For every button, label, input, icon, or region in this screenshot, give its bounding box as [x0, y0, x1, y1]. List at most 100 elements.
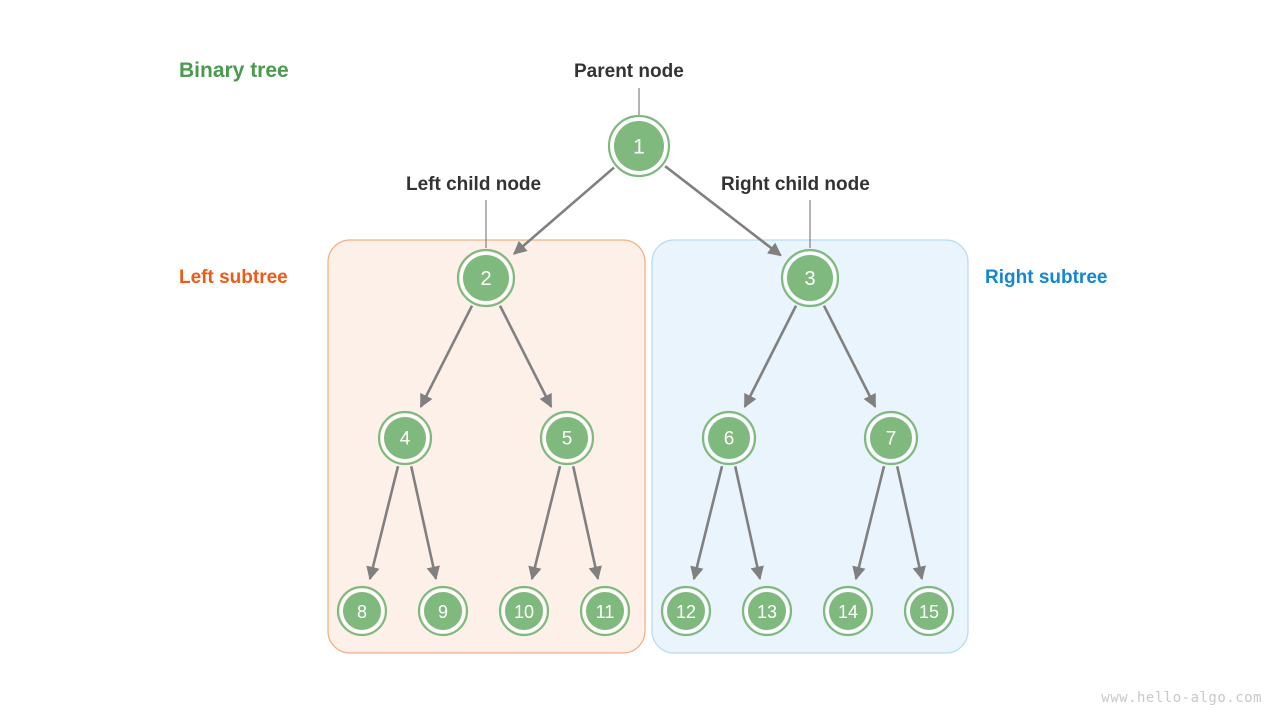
node-outer-ring [780, 248, 840, 308]
node-value-label: 3 [804, 268, 815, 290]
node-outer-ring [539, 410, 595, 466]
tree-edge-6-to-13 [733, 466, 764, 581]
tree-node-14[interactable]: 14 [822, 585, 874, 637]
node-value-label: 10 [514, 602, 534, 622]
node-inner-ring [542, 413, 592, 463]
node-inner-ring [825, 588, 871, 634]
tree-edge-3-to-7 [822, 305, 877, 408]
tree-edges [366, 165, 926, 581]
node-outer-ring [660, 585, 712, 637]
node-inner-ring [380, 413, 430, 463]
node-outer-ring [579, 585, 631, 637]
node-disc [505, 592, 543, 630]
node-outer-ring [863, 410, 919, 466]
node-value-label: 13 [757, 602, 777, 622]
node-disc [424, 592, 462, 630]
tree-node-2[interactable]: 2 [456, 248, 516, 308]
node-outer-ring [336, 585, 388, 637]
node-disc [463, 255, 509, 301]
node-disc [787, 255, 833, 301]
node-value-label: 15 [919, 602, 939, 622]
node-inner-ring [704, 413, 754, 463]
node-value-label: 5 [562, 429, 573, 450]
node-disc [910, 592, 948, 630]
node-value-label: 8 [357, 602, 367, 622]
node-outer-ring [456, 248, 516, 308]
annotation-pointer-lines [485, 88, 811, 248]
tree-edge-5-to-10 [528, 465, 562, 581]
node-value-label: 11 [596, 602, 615, 622]
node-disc [546, 417, 588, 459]
left-subtree-label: Left subtree [179, 267, 288, 288]
tree-edge-2-to-4 [419, 305, 474, 408]
tree-node-7[interactable]: 7 [863, 410, 919, 466]
node-value-label: 7 [886, 429, 897, 450]
node-value-label: 9 [438, 602, 448, 622]
node-inner-ring [866, 413, 916, 463]
node-inner-ring [459, 251, 513, 305]
node-inner-ring [501, 588, 547, 634]
node-disc [667, 592, 705, 630]
tree-node-6[interactable]: 6 [701, 410, 757, 466]
tree-node-12[interactable]: 12 [660, 585, 712, 637]
tree-node-15[interactable]: 15 [903, 585, 955, 637]
tree-edge-5-to-11 [571, 466, 602, 581]
left-child-node-annotation: Left child node [406, 174, 542, 195]
node-value-label: 12 [676, 602, 696, 622]
node-value-label: 14 [838, 602, 858, 622]
node-disc [870, 417, 912, 459]
tree-node-4[interactable]: 4 [377, 410, 433, 466]
parent-node-annotation: Parent node [574, 61, 684, 82]
tree-node-5[interactable]: 5 [539, 410, 595, 466]
node-inner-ring [420, 588, 466, 634]
node-outer-ring [377, 410, 433, 466]
tree-node-9[interactable]: 9 [417, 585, 469, 637]
node-inner-ring [582, 588, 628, 634]
node-disc [614, 121, 664, 171]
tree-edge-6-to-12 [690, 465, 724, 581]
diagram-title: Binary tree [179, 59, 289, 82]
tree-edge-2-to-5 [498, 305, 553, 408]
node-value-label: 4 [400, 429, 411, 450]
watermark: www.hello-algo.com [1101, 690, 1262, 706]
node-value-label: 2 [480, 268, 491, 290]
tree-edge-4-to-9 [409, 466, 440, 581]
node-outer-ring [741, 585, 793, 637]
node-disc [748, 592, 786, 630]
tree-node-11[interactable]: 11 [579, 585, 631, 637]
node-disc [343, 592, 381, 630]
node-disc [708, 417, 750, 459]
tree-node-1[interactable]: 1 [607, 114, 671, 178]
tree-node-3[interactable]: 3 [780, 248, 840, 308]
node-outer-ring [607, 114, 671, 178]
node-inner-ring [663, 588, 709, 634]
node-disc [829, 592, 867, 630]
node-outer-ring [903, 585, 955, 637]
tree-node-8[interactable]: 8 [336, 585, 388, 637]
right-subtree-label: Right subtree [985, 267, 1108, 288]
tree-node-10[interactable]: 10 [498, 585, 550, 637]
tree-node-13[interactable]: 13 [741, 585, 793, 637]
node-outer-ring [701, 410, 757, 466]
node-inner-ring [783, 251, 837, 305]
tree-edge-1-to-2 [512, 166, 615, 255]
node-disc [586, 592, 624, 630]
tree-edge-7-to-14 [852, 465, 886, 581]
node-outer-ring [822, 585, 874, 637]
subtree-boxes [327, 239, 969, 654]
node-inner-ring [339, 588, 385, 634]
node-outer-ring [417, 585, 469, 637]
node-inner-ring [906, 588, 952, 634]
node-inner-ring [744, 588, 790, 634]
tree-edge-3-to-6 [743, 305, 798, 408]
node-disc [384, 417, 426, 459]
right-child-node-annotation: Right child node [721, 174, 870, 195]
tree-edge-7-to-15 [895, 466, 926, 581]
tree-edge-4-to-8 [366, 465, 400, 581]
node-value-label: 1 [633, 136, 645, 159]
node-inner-ring [610, 117, 668, 175]
tree-edge-1-to-3 [664, 165, 782, 257]
